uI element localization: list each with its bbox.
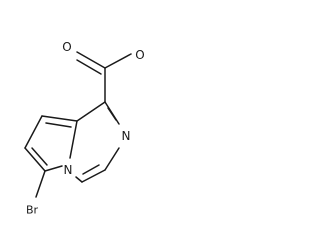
atom-label-group: O O N N Br xyxy=(26,40,144,217)
bridgehead-nitrogen-label: N xyxy=(64,163,73,177)
carbonyl-oxygen-label: O xyxy=(62,40,71,54)
bond-carbonyl-double-b xyxy=(76,59,102,75)
pyrazine-nitrogen-label: N xyxy=(122,129,131,143)
bond-c8a-c8-inner xyxy=(45,122,72,128)
bond-c8a-n5 xyxy=(69,120,78,159)
bond-c6-br xyxy=(35,170,46,198)
bond-n2-c3 xyxy=(104,147,120,171)
bond-c3-c4-inner xyxy=(82,164,100,175)
chemical-structure: O O N N Br xyxy=(24,40,144,217)
bond-c1-n2-inner xyxy=(107,107,117,121)
bond-carbonyl-ester-o xyxy=(104,53,132,69)
bond-c4-n5 xyxy=(75,176,83,183)
bond-c7-c6-inner xyxy=(31,147,48,166)
bond-c3-c4 xyxy=(81,169,106,183)
ester-oxygen-label: O xyxy=(135,48,144,62)
bond-carbonyl-double-a xyxy=(76,51,106,69)
bond-c1-c8a xyxy=(76,101,106,122)
bond-c7-c6 xyxy=(24,147,46,172)
bond-c8a-c8 xyxy=(41,115,78,122)
bond-c6-n5 xyxy=(44,165,63,172)
bond-group xyxy=(24,51,132,198)
bond-c8-c7 xyxy=(24,115,43,149)
bromine-label: Br xyxy=(26,204,39,217)
